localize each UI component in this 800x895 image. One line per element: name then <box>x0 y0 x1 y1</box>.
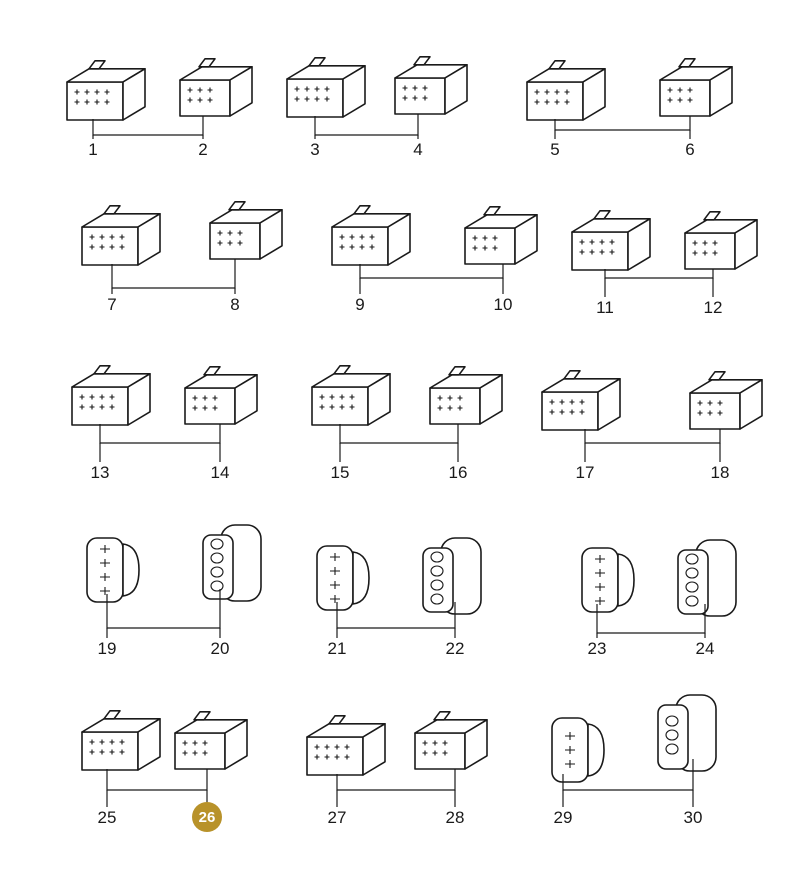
connector-part-13 <box>71 365 151 426</box>
highlight-marker <box>192 802 222 832</box>
connector-part-26 <box>174 711 248 770</box>
pair-bracket <box>359 264 504 279</box>
connector-group-25-26: 25 26 <box>81 710 248 832</box>
part-number-label-highlighted[interactable]: 26 <box>199 809 216 826</box>
connector-part-16 <box>429 366 503 425</box>
part-number-label: 10 <box>494 295 513 314</box>
pair-bracket <box>92 116 204 136</box>
part-number-label: 7 <box>107 295 116 314</box>
part-number-label: 21 <box>328 639 347 658</box>
pair-bracket <box>99 424 221 444</box>
pair-bracket <box>604 269 714 279</box>
connector-part-17 <box>541 370 621 431</box>
connector-part-3 <box>286 57 366 118</box>
pair-bracket <box>562 759 694 791</box>
pair-bracket <box>111 259 236 289</box>
part-number-label: 27 <box>328 808 347 827</box>
part-number-label: 5 <box>550 140 559 159</box>
part-number-label: 19 <box>98 639 117 658</box>
connector-part-2 <box>179 58 253 117</box>
connector-part-19 <box>86 537 140 603</box>
connector-part-22 <box>422 537 482 615</box>
part-number-label: 25 <box>98 808 117 827</box>
connector-part-29 <box>551 717 605 783</box>
pair-bracket <box>106 589 221 629</box>
part-number-label: 18 <box>711 463 730 482</box>
part-number-label: 4 <box>413 140 422 159</box>
part-number-label: 6 <box>685 140 694 159</box>
connector-group-21-22: 21 22 <box>316 537 482 658</box>
pair-bracket <box>336 602 456 629</box>
connector-group-9-10: 9 10 <box>331 205 538 314</box>
part-number-label: 16 <box>449 463 468 482</box>
connector-group-11-12: 11 12 <box>571 210 758 317</box>
pair-bracket <box>336 769 456 791</box>
connector-part-24 <box>677 539 737 617</box>
connector-group-13-14: 13 14 <box>71 365 258 482</box>
connector-part-6 <box>659 58 733 117</box>
connector-part-8 <box>209 201 283 260</box>
connector-part-4 <box>394 56 468 115</box>
part-number-label: 12 <box>704 298 723 317</box>
connector-part-18 <box>689 371 763 430</box>
part-number-label: 17 <box>576 463 595 482</box>
connector-part-5 <box>526 60 606 121</box>
connector-part-23 <box>581 547 635 613</box>
part-number-label: 3 <box>310 140 319 159</box>
part-number-label: 11 <box>596 298 614 317</box>
connector-part-11 <box>571 210 651 271</box>
connector-part-7 <box>81 205 161 266</box>
connector-part-30 <box>657 694 717 772</box>
connector-part-14 <box>184 366 258 425</box>
connector-part-9 <box>331 205 411 266</box>
part-number-label: 15 <box>331 463 350 482</box>
part-number-label: 30 <box>684 808 703 827</box>
connector-group-27-28: 27 28 <box>306 711 488 827</box>
pair-bracket <box>554 116 691 131</box>
part-number-label: 1 <box>88 140 97 159</box>
part-number-label: 22 <box>446 639 465 658</box>
part-number-label: 14 <box>211 463 230 482</box>
part-number-label: 24 <box>696 639 715 658</box>
connector-group-23-24: 23 24 <box>581 539 737 658</box>
connector-part-21 <box>316 545 370 611</box>
part-number-label: 9 <box>355 295 364 314</box>
connector-part-10 <box>464 206 538 265</box>
connector-part-25 <box>81 710 161 771</box>
connector-part-1 <box>66 60 146 121</box>
pair-bracket <box>339 424 459 444</box>
pair-bracket <box>584 429 721 444</box>
connector-part-12 <box>684 211 758 270</box>
connector-part-28 <box>414 711 488 770</box>
part-number-label: 29 <box>554 808 573 827</box>
pair-bracket <box>314 114 419 136</box>
pair-bracket <box>106 769 208 791</box>
part-number-label: 2 <box>198 140 207 159</box>
part-number-label: 20 <box>211 639 230 658</box>
part-number-label: 28 <box>446 808 465 827</box>
connector-group-29-30: 29 30 <box>551 694 717 827</box>
connector-part-20 <box>202 524 262 602</box>
part-number-label: 23 <box>588 639 607 658</box>
connector-part-27 <box>306 715 386 776</box>
pair-bracket <box>596 604 706 634</box>
part-number-label: 8 <box>230 295 239 314</box>
part-number-label: 13 <box>91 463 110 482</box>
connector-part-15 <box>311 365 391 426</box>
